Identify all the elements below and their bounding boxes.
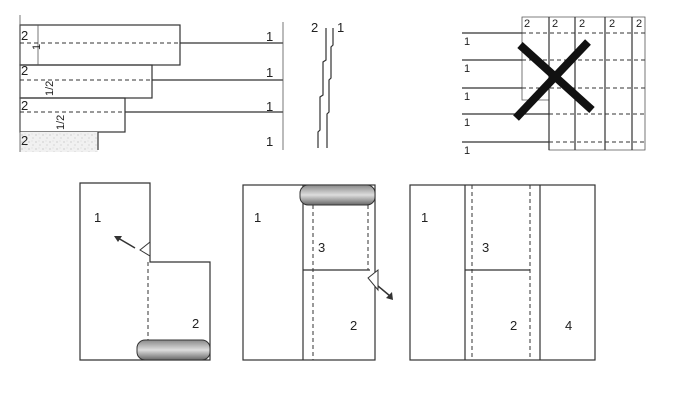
section-label: 2 bbox=[311, 20, 318, 35]
strip-number: 2 bbox=[510, 318, 517, 333]
fold-triangle-icon bbox=[139, 240, 151, 257]
strip-number: 1 bbox=[254, 210, 261, 225]
wall-label: 1 bbox=[464, 91, 470, 103]
wall-label: 1 bbox=[464, 63, 470, 75]
step-1-panel: 1 2 bbox=[79, 182, 211, 361]
strip-number: 2 bbox=[350, 318, 357, 333]
dimension-label: 1/2 bbox=[55, 115, 67, 130]
strip-number: 3 bbox=[318, 240, 325, 255]
step-3-panel: 1 3 2 4 bbox=[409, 184, 596, 361]
wall-label: 1 bbox=[266, 29, 273, 44]
figure-a-staggered-strips: 2 2 2 2 1 1 1 1 1 1/2 1/2 bbox=[19, 15, 284, 152]
wall-label: 1 bbox=[266, 65, 273, 80]
overlap-cross-section: 2 1 bbox=[311, 20, 344, 148]
arrow-icon bbox=[117, 237, 136, 249]
step-2-panel: 1 3 2 bbox=[242, 184, 393, 361]
strip-label: 2 bbox=[579, 18, 585, 30]
strip-number: 4 bbox=[565, 318, 572, 333]
cross-out-icon bbox=[513, 39, 595, 121]
wall-label: 1 bbox=[464, 145, 470, 157]
strip-label: 2 bbox=[21, 133, 28, 148]
fold-triangle-icon bbox=[367, 268, 379, 292]
wallpaper-roll bbox=[299, 184, 376, 206]
dimension-label: 1/2 bbox=[44, 81, 56, 96]
strip-number: 3 bbox=[482, 240, 489, 255]
strip-label: 2 bbox=[636, 18, 642, 30]
dimension-label: 1 bbox=[31, 44, 43, 50]
wall-label: 1 bbox=[464, 117, 470, 129]
wall-label: 1 bbox=[464, 36, 470, 48]
arrow-icon bbox=[377, 285, 391, 297]
strip-label: 2 bbox=[21, 98, 28, 113]
strip-label: 2 bbox=[552, 18, 558, 30]
strip-number: 1 bbox=[94, 210, 101, 225]
strip-number: 2 bbox=[192, 316, 199, 331]
wallpaper-roll bbox=[136, 339, 211, 361]
strip-number: 1 bbox=[421, 210, 428, 225]
strip-label: 2 bbox=[21, 28, 28, 43]
wall-label: 1 bbox=[266, 99, 273, 114]
figure-b-incorrect-method: 2 2 2 2 2 1 1 1 1 1 bbox=[462, 16, 646, 157]
wall-label: 1 bbox=[266, 134, 273, 149]
section-label: 1 bbox=[337, 20, 344, 35]
strip-label: 2 bbox=[609, 18, 615, 30]
strip-label: 2 bbox=[524, 18, 530, 30]
strip-label: 2 bbox=[21, 63, 28, 78]
